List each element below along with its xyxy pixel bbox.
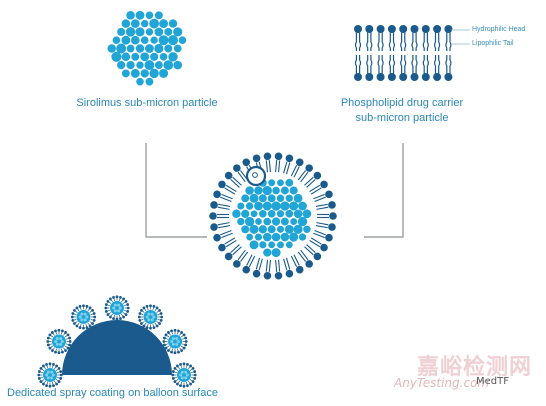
phospholipid-molecule — [387, 25, 396, 81]
watermark-tag: MedTF — [476, 376, 509, 387]
lipid-molecule — [297, 164, 313, 183]
lipid-molecule — [210, 201, 231, 210]
phospholipid-molecule — [433, 25, 442, 81]
lipid-molecule — [317, 212, 337, 220]
packed-spheres — [232, 178, 312, 258]
lipid-molecule — [263, 259, 272, 280]
lipid-molecule — [309, 180, 328, 195]
phospholipid-molecule — [421, 25, 430, 81]
phospholipid-molecule — [365, 25, 374, 81]
lipid-molecule — [290, 254, 304, 274]
lipid-molecule — [213, 190, 233, 203]
lipid-molecule — [313, 190, 333, 203]
coated-particle — [171, 362, 197, 388]
coated-particle — [70, 304, 97, 330]
lipid-molecule — [309, 237, 328, 252]
sirolimus-particle — [107, 10, 187, 86]
coated-particle — [162, 328, 188, 355]
lipid-molecule — [224, 171, 242, 188]
lipid-molecule — [224, 244, 242, 261]
lipid-molecule — [290, 158, 304, 178]
lipid-molecule — [274, 259, 283, 280]
connector-lines — [145, 143, 404, 238]
lipid-molecule — [313, 229, 333, 242]
right-connector — [364, 143, 404, 238]
marker-ring — [245, 165, 267, 187]
left-connector — [145, 143, 207, 238]
lipid-molecule — [315, 201, 336, 210]
lipid-molecule — [274, 152, 283, 173]
phospholipid-label-line1: Phospholipid drug carrier — [340, 97, 464, 109]
lipid-molecule — [218, 180, 237, 195]
coated-particle — [104, 295, 130, 321]
lipid-molecule — [297, 249, 313, 268]
lipid-molecule — [263, 152, 272, 173]
packed-spheres — [107, 10, 187, 86]
coated-particle — [137, 304, 164, 330]
legend-leader-lines — [451, 29, 470, 45]
balloon-coating — [37, 295, 197, 388]
watermark-chinese: 嘉峪检测网 — [416, 355, 532, 380]
phospholipid-label-line2: sub-micron particle — [355, 112, 449, 124]
balloon-surface — [62, 320, 172, 375]
marker-dot — [252, 172, 258, 178]
sirolimus-label: Sirolimus sub-micron particle — [76, 97, 218, 109]
lipid-molecule — [283, 257, 294, 278]
lipid-molecule — [304, 244, 322, 261]
lipid-molecule — [283, 154, 294, 175]
hydrophilic-head-label: Hydrophilic Head — [472, 26, 526, 33]
lipid-molecule — [233, 249, 249, 268]
coated-particle — [46, 328, 72, 355]
phospholipid-molecule — [444, 25, 453, 81]
lipid-molecule — [209, 212, 229, 220]
watermark-english: AnyTesting.com — [394, 376, 490, 390]
phospholipid-molecule — [354, 25, 362, 81]
lipid-molecule — [252, 257, 263, 278]
lipid-molecule — [242, 254, 256, 274]
phospholipid-molecule — [399, 25, 408, 81]
coating-label: Dedicated spray coating on balloon surfa… — [7, 387, 218, 399]
lipid-molecule — [218, 237, 237, 252]
lipid-molecule — [213, 229, 233, 242]
drug-carrier-particle — [209, 152, 337, 280]
lipid-molecule — [304, 171, 322, 188]
lipid-molecule — [315, 222, 336, 231]
lipid-molecule — [210, 222, 231, 231]
phospholipid-molecule — [410, 25, 419, 81]
phospholipid-strip — [354, 25, 453, 81]
lipophilic-tail-label: Lipophilic Tail — [472, 40, 514, 47]
coated-particle — [37, 362, 63, 388]
phospholipid-molecule — [376, 25, 385, 81]
